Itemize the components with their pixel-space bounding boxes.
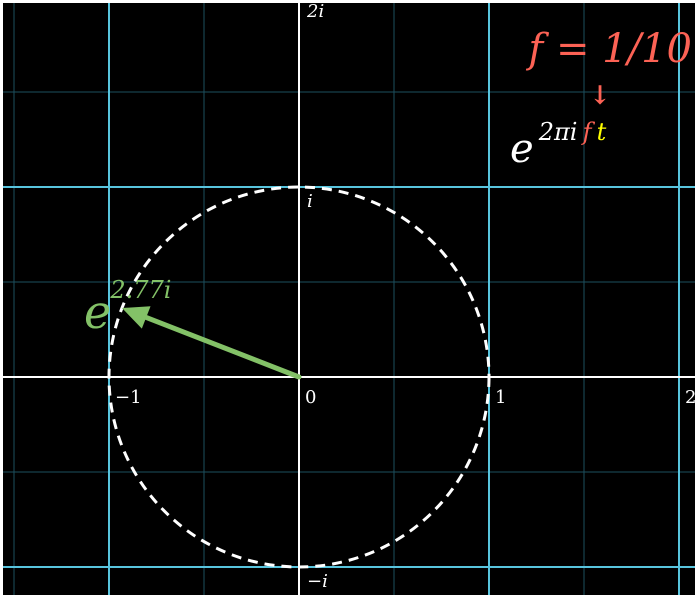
x-axis-label: 0	[305, 387, 316, 408]
axes	[3, 3, 695, 595]
major-grid	[3, 3, 695, 595]
minor-grid	[3, 3, 695, 595]
axis-labels: −1 0 1 2 2i i −i	[115, 1, 696, 592]
x-axis-label: 2	[685, 387, 696, 408]
formula-expression: e 2πi f t	[510, 118, 607, 172]
vector-label: e 2.77i	[84, 276, 171, 339]
unit-circle-layer	[107, 185, 491, 569]
y-axis-label: 2i	[306, 1, 324, 22]
formula-exponent-t: t	[597, 118, 607, 146]
arrowhead-icon	[121, 306, 151, 329]
vector-layer	[121, 306, 302, 380]
vector-label-base: e	[84, 285, 111, 339]
plane-background	[3, 3, 695, 595]
frequency-label: f = 1/10	[525, 26, 692, 72]
down-arrow-icon: ↓	[589, 81, 611, 111]
vector-label-exponent: 2.77i	[109, 276, 171, 304]
y-axis-label: i	[307, 191, 313, 212]
x-axis-label: 1	[495, 387, 506, 408]
vector-shaft	[143, 314, 302, 380]
x-axis-label: −1	[115, 387, 142, 408]
unit-circle	[107, 185, 491, 569]
y-axis-label: −i	[307, 571, 328, 592]
formula-base: e	[510, 126, 534, 172]
formula-exponent-prefix: 2πi	[538, 118, 578, 146]
